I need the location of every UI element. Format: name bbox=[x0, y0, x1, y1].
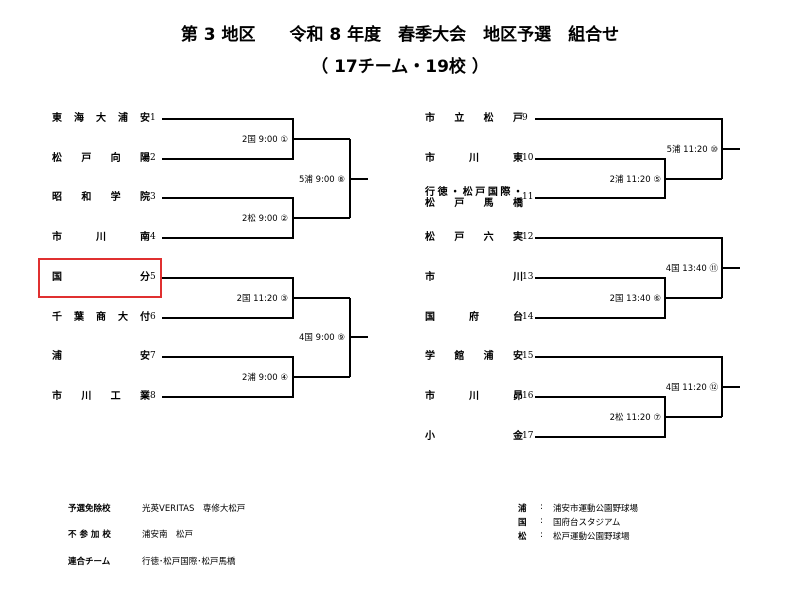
page-title: 第 3 地区 令和 8 年度 春季大会 地区予選 組合せ bbox=[180, 25, 620, 45]
team-name: 国府台 bbox=[425, 312, 523, 323]
venue-key: 松 bbox=[518, 532, 527, 542]
team-number: 1 bbox=[150, 113, 156, 123]
page-subtitle: （ 17チーム・19校 ） bbox=[311, 57, 489, 77]
team-name: 学館浦安 bbox=[425, 351, 523, 362]
note-key: 予選免除校 bbox=[68, 504, 111, 514]
note-value: 行徳･松戸国際･松戸馬橋 bbox=[142, 557, 236, 567]
team-number: 16 bbox=[522, 391, 534, 401]
team-number: 14 bbox=[522, 312, 534, 322]
note-value: 浦安南 松戸 bbox=[142, 530, 194, 540]
team-name: 千葉商大付 bbox=[52, 312, 150, 323]
venue-name: 国府台スタジアム bbox=[553, 518, 621, 528]
team-name: 市川南 bbox=[52, 232, 150, 243]
note-key: 連合チーム bbox=[68, 557, 111, 567]
game-1-label: 2国 9:00 ① bbox=[241, 135, 288, 145]
highlighted-team-box bbox=[38, 258, 162, 298]
team-number: 17 bbox=[522, 431, 534, 441]
team-number: 11 bbox=[522, 192, 534, 202]
team-number: 9 bbox=[522, 113, 528, 123]
team-number: 15 bbox=[522, 351, 534, 361]
game-10-label: 5浦 11:20 ⑩ bbox=[666, 145, 718, 155]
venue-key: 浦 bbox=[518, 504, 527, 514]
game-2-label: 2松 9:00 ② bbox=[241, 214, 288, 224]
team-name: 松戸向陽 bbox=[52, 153, 150, 164]
team-name-line: 松戸馬橋 bbox=[425, 198, 523, 209]
team-name: 市川工業 bbox=[52, 391, 150, 402]
game-11-label: 4国 13:40 ⑪ bbox=[665, 264, 718, 274]
venue-name: 浦安市運動公園野球場 bbox=[553, 504, 639, 514]
game-6-label: 2国 13:40 ⑥ bbox=[609, 294, 661, 304]
game-12-label: 4国 11:20 ⑫ bbox=[665, 383, 718, 393]
team-name-line: 行徳・松戸国際・ bbox=[425, 187, 523, 198]
team-name: 市川東 bbox=[425, 153, 523, 164]
team-name: 小金 bbox=[425, 431, 523, 442]
venue-key: 国 bbox=[518, 518, 527, 528]
team-name: 市川 bbox=[425, 272, 523, 283]
team-number: 12 bbox=[522, 232, 534, 242]
game-5-label: 2浦 11:20 ⑤ bbox=[609, 175, 661, 185]
game-9-label: 4国 9:00 ⑨ bbox=[298, 333, 345, 343]
team-number: 8 bbox=[150, 391, 156, 401]
team-name: 松戸六実 bbox=[425, 232, 523, 243]
team-number: 10 bbox=[522, 153, 534, 163]
team-name: 東海大浦安 bbox=[52, 113, 150, 124]
team-name: 行徳・松戸国際・松戸馬橋 bbox=[425, 187, 523, 209]
team-number: 3 bbox=[150, 192, 156, 202]
venue-name: 松戸運動公園野球場 bbox=[553, 532, 630, 542]
team-number: 6 bbox=[150, 312, 156, 322]
team-name: 市川昴 bbox=[425, 391, 523, 402]
team-number: 13 bbox=[522, 272, 534, 282]
team-name: 市立松戸 bbox=[425, 113, 523, 124]
game-4-label: 2浦 9:00 ④ bbox=[241, 373, 288, 383]
note-key: 不 参 加 校 bbox=[68, 530, 111, 540]
team-number: 4 bbox=[150, 232, 156, 242]
team-name: 国分 bbox=[52, 272, 150, 283]
team-number: 7 bbox=[150, 351, 156, 361]
team-name: 浦安 bbox=[52, 351, 150, 362]
team-name: 昭和学院 bbox=[52, 192, 150, 203]
team-number: 2 bbox=[150, 153, 156, 163]
venue-sep: : bbox=[540, 516, 543, 526]
game-3-label: 2国 11:20 ③ bbox=[236, 294, 288, 304]
team-number: 5 bbox=[150, 272, 156, 282]
game-7-label: 2松 11:20 ⑦ bbox=[609, 413, 661, 423]
venue-sep: : bbox=[540, 502, 543, 512]
venue-sep: : bbox=[540, 530, 543, 540]
game-8-label: 5浦 9:00 ⑧ bbox=[298, 175, 345, 185]
note-value: 光英VERITAS 専修大松戸 bbox=[142, 504, 246, 514]
